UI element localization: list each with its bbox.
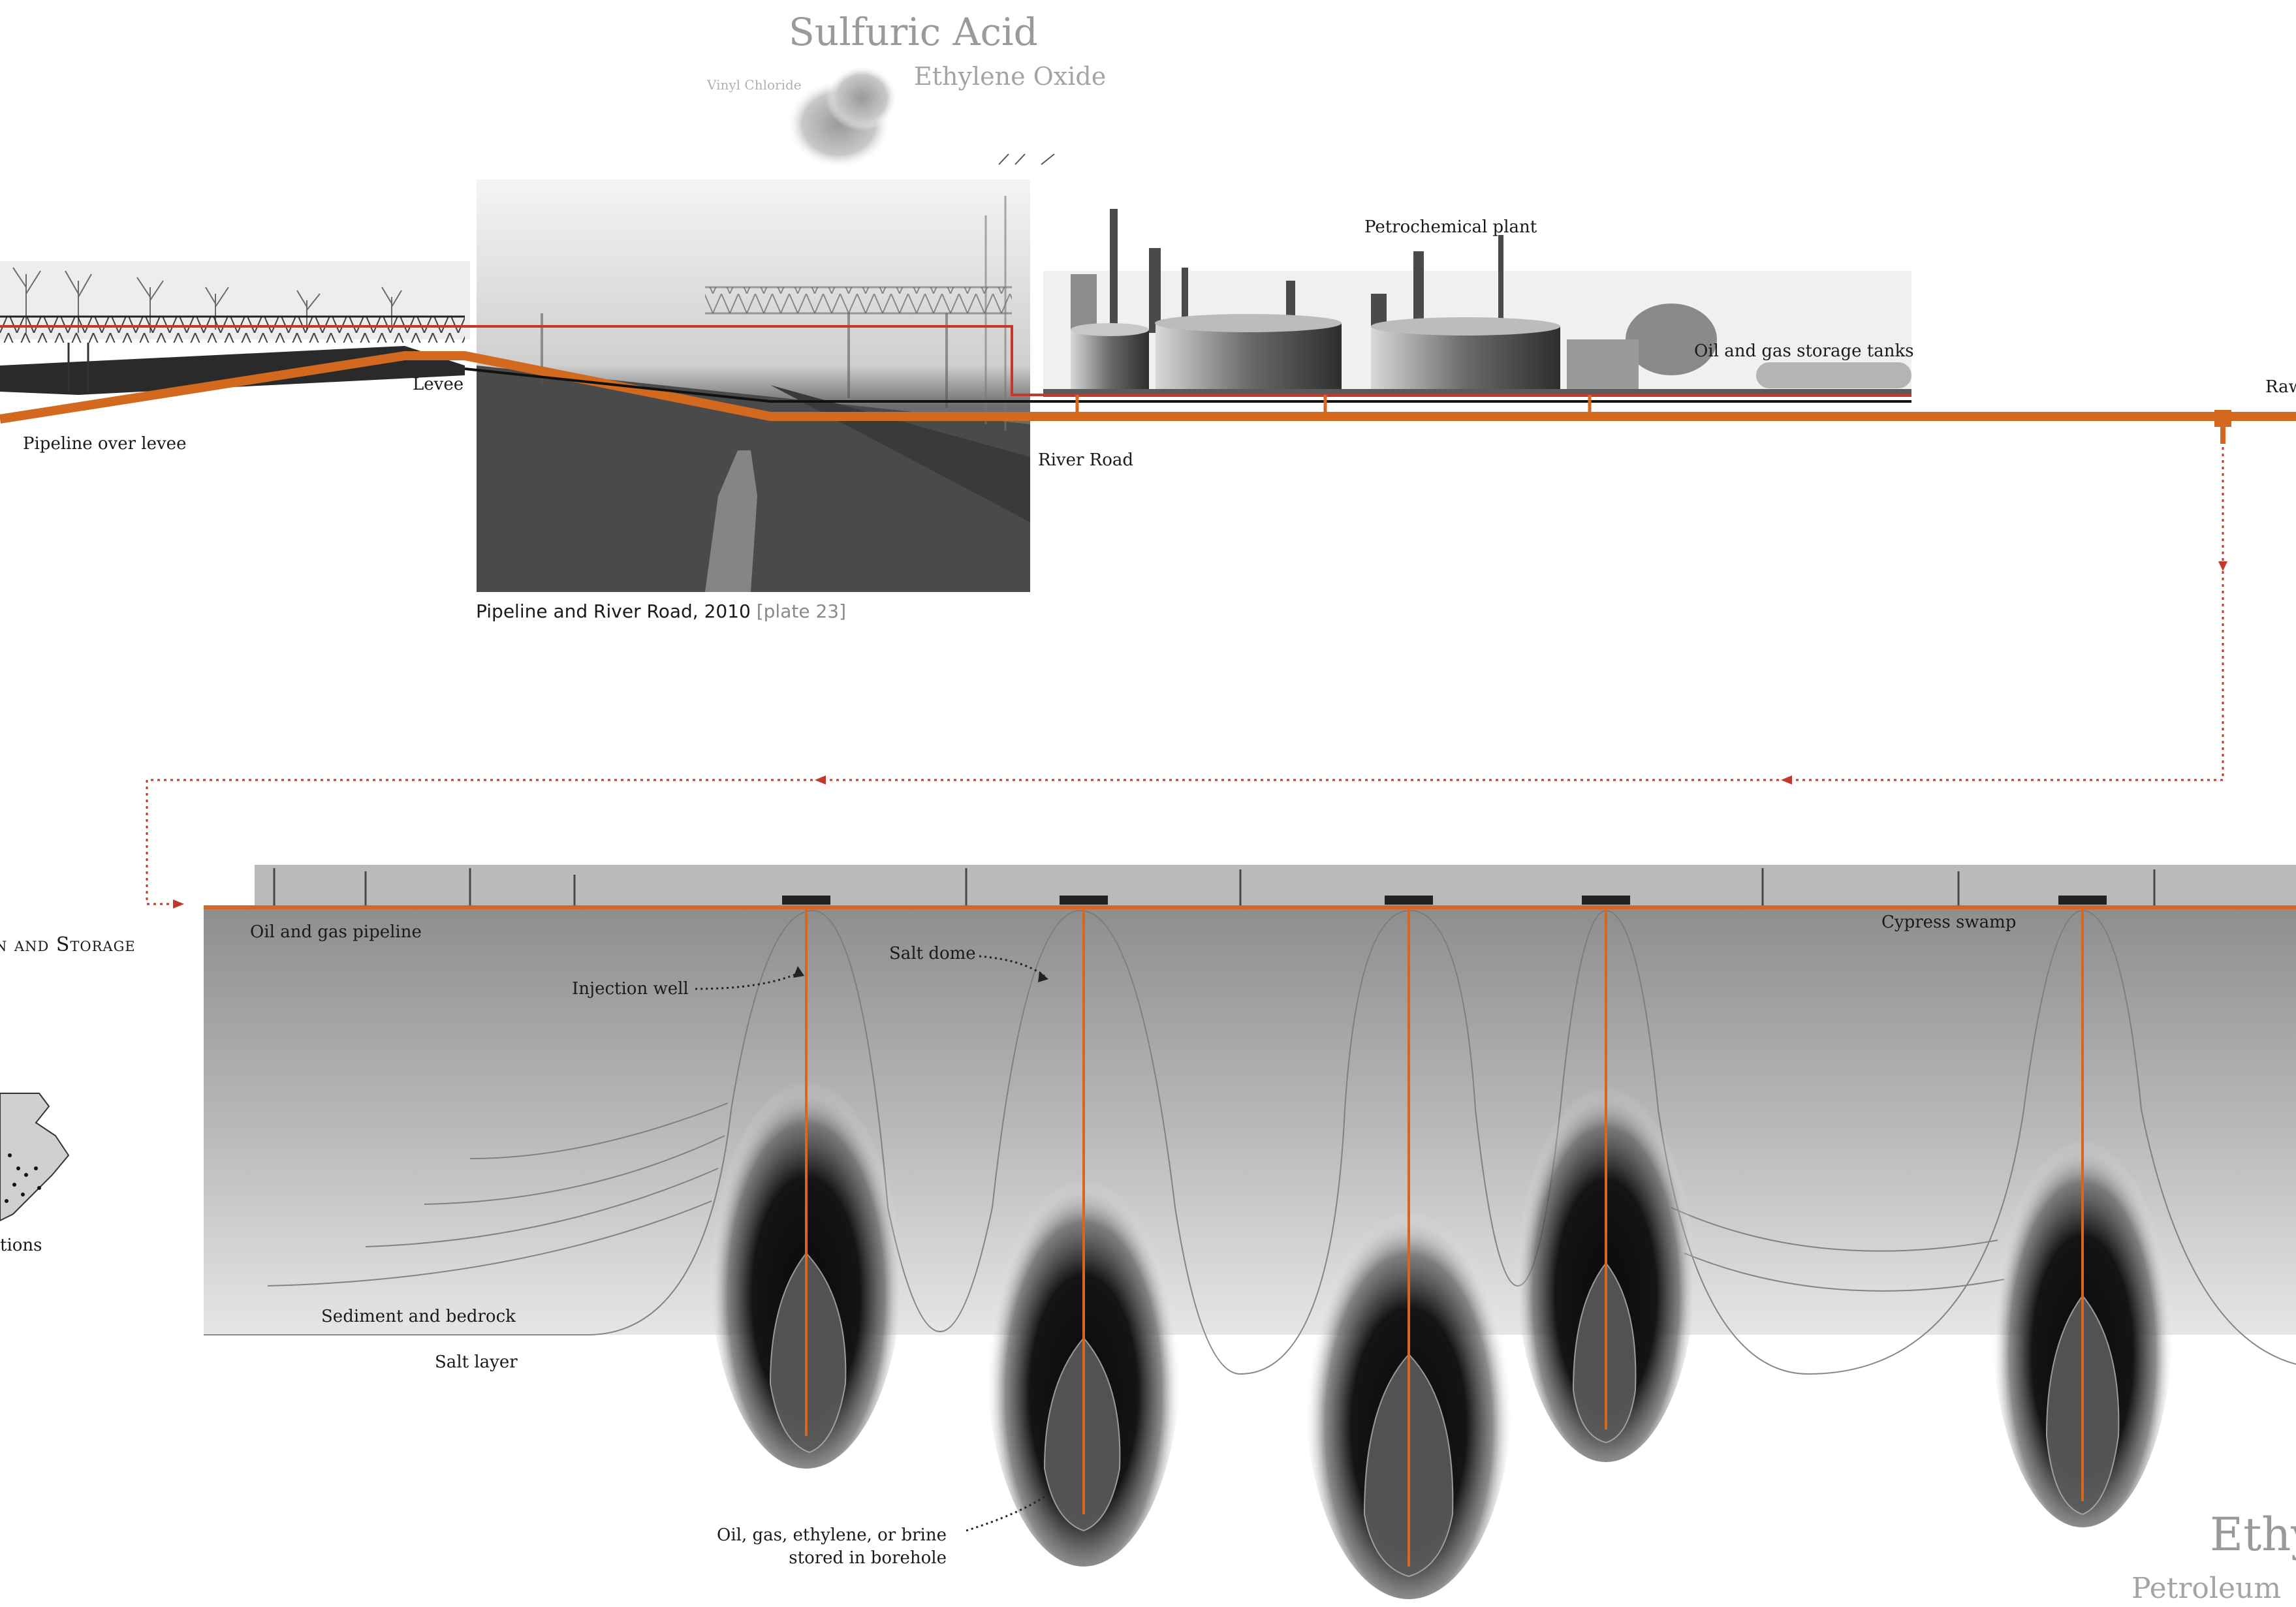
label-salt-layer: Salt layer — [435, 1352, 518, 1372]
heading-ethylene-oxide: Ethylene Oxide — [914, 62, 1107, 91]
label-borehole-line1: Oil, gas, ethylene, or brine — [717, 1525, 947, 1545]
photo-pipeline-river-road — [477, 179, 1030, 592]
label-sediment-bedrock: Sediment and bedrock — [321, 1307, 516, 1326]
salt-dome-boreholes — [708, 896, 2174, 1599]
petrochemical-plant — [1043, 209, 1911, 397]
leader-arrowheads — [793, 966, 1048, 982]
label-river-road: River Road — [1038, 450, 1134, 470]
label-locations: tions — [0, 1236, 42, 1255]
locations-map — [0, 1093, 70, 1222]
label-cypress-swamp: Cypress swamp — [1881, 913, 2017, 932]
section-title-storage: n and Storage — [0, 933, 136, 956]
flow-arrows — [146, 447, 2224, 905]
photo-caption: Pipeline and River Road, 2010 [plate 23] — [476, 601, 846, 622]
label-salt-dome: Salt dome — [889, 944, 976, 963]
slash-marks — [998, 153, 1055, 165]
heading-vinyl-chloride: Vinyl Chloride — [707, 77, 802, 93]
label-pipeline-over-levee: Pipeline over levee — [23, 434, 187, 454]
photo-caption-title: Pipeline and River Road, 2010 — [476, 601, 751, 622]
photo-caption-plate: [plate 23] — [756, 601, 847, 622]
ground-section — [204, 865, 2296, 1375]
left-landscape — [0, 261, 470, 395]
chemical-cloud — [787, 65, 898, 168]
heading-ethylene: Ethy — [2210, 1508, 2296, 1561]
arrowheads — [173, 561, 2227, 909]
heading-petroleum: Petroleum — [2131, 1572, 2282, 1605]
label-oil-gas-pipeline: Oil and gas pipeline — [250, 922, 422, 942]
label-petrochemical-plant: Petrochemical plant — [1364, 217, 1537, 237]
upper-pipelines — [0, 325, 2296, 444]
label-storage-tanks: Oil and gas storage tanks — [1694, 341, 1914, 361]
label-raw: Raw — [2265, 377, 2296, 397]
label-levee: Levee — [413, 375, 464, 394]
label-borehole-line2: stored in borehole — [789, 1548, 947, 1568]
label-injection-well: Injection well — [572, 979, 689, 999]
heading-sulfuric-acid: Sulfuric Acid — [789, 10, 1038, 54]
